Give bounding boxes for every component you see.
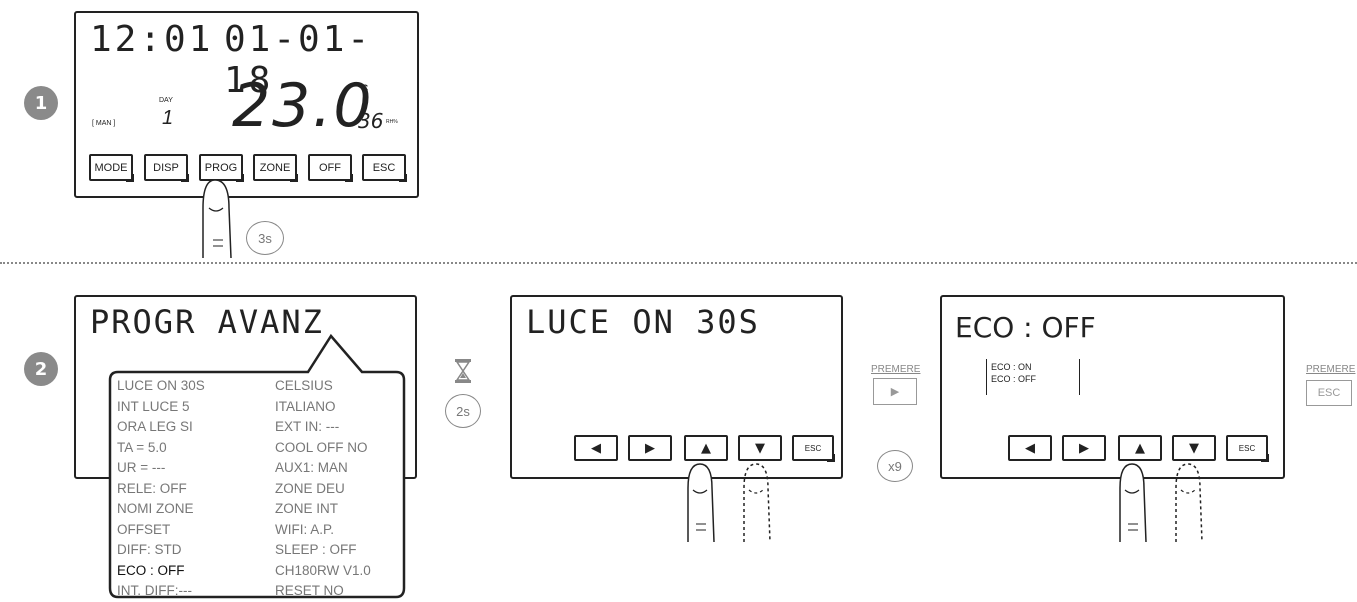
temperature-unit: °C (358, 83, 369, 93)
menu-item: ITALIANO (275, 398, 336, 414)
up-arrow-button[interactable]: ▲ (1118, 435, 1162, 461)
menu-item-selected: ECO : OFF (117, 562, 185, 578)
menu-item: DIFF: STD (117, 542, 182, 557)
wait-2s-label: 2s (445, 394, 481, 428)
menu-item: CH180RW V1.0 (275, 562, 371, 578)
right-arrow-button[interactable]: ▶ (628, 435, 672, 461)
light-setting-title: LUCE ON 30S (526, 303, 760, 341)
menu-item: COOL OFF NO (275, 439, 368, 455)
day-value: 1 (162, 107, 174, 129)
menu-item: UR = --- (117, 460, 166, 475)
thermostat-display-main: 12:01 01-01-18 DAY 1 [ MAN ] 23.0 °C 36 … (74, 11, 419, 198)
down-arrow-button[interactable]: ▼ (738, 435, 782, 461)
menu-item: INT. DIFF:--- (117, 583, 192, 598)
menu-item: SLEEP : OFF (275, 542, 357, 557)
menu-item: TA = 5.0 (117, 439, 167, 455)
clock-date: 01-01-18 (224, 19, 373, 101)
menu-item: ORA LEG SI (117, 419, 193, 434)
esc-button[interactable]: ESC (362, 154, 407, 182)
menu-list-right: CELSIUS ITALIANO EXT IN: --- COOL OFF NO… (275, 376, 371, 602)
esc-hint-button: ESC (1306, 380, 1352, 406)
left-arrow-button[interactable]: ◀ (1008, 435, 1052, 461)
menu-item: RESET NO (275, 583, 344, 598)
up-arrow-button[interactable]: ▲ (684, 435, 728, 461)
hold-3s-label: 3s (246, 221, 284, 255)
menu-item: EXT IN: --- (275, 419, 340, 434)
right-arrow-hint-button: ▶ (873, 378, 917, 405)
menu-item: ZONE INT (275, 501, 338, 516)
zone-button[interactable]: ZONE (253, 154, 298, 182)
premere-esc-label: PREMERE (1306, 364, 1356, 375)
mode-button[interactable]: MODE (89, 154, 134, 182)
menu-item: OFFSET (117, 521, 171, 537)
advanced-program-title: PROGR AVANZ (90, 303, 324, 341)
off-button[interactable]: OFF (308, 154, 353, 182)
light-setting-display: LUCE ON 30S ◀ ▶ ▲ ▼ ESC (510, 295, 843, 479)
menu-item: AUX1: MAN (275, 460, 348, 475)
day-label: DAY (159, 97, 173, 104)
prog-button[interactable]: PROG (199, 154, 244, 182)
finger-press-icon (202, 179, 232, 259)
menu-item: RELE: OFF (117, 480, 187, 496)
eco-option: ECO : OFF (991, 374, 1036, 384)
step-2-badge: 2 (24, 352, 58, 386)
menu-callout (108, 333, 406, 599)
repeat-x9-label: x9 (877, 450, 913, 482)
eco-option: ECO : ON (991, 362, 1032, 372)
esc-button[interactable]: ESC (792, 435, 835, 462)
humidity-value: 36 (358, 109, 384, 133)
premere-label: PREMERE (871, 364, 921, 375)
menu-item: NOMI ZONE (117, 501, 194, 516)
temperature-value: 23.0 (232, 71, 374, 141)
finger-up-down-icon (1119, 463, 1203, 543)
menu-item: INT LUCE 5 (117, 398, 190, 414)
step-1-badge: 1 (24, 86, 58, 120)
esc-button[interactable]: ESC (1226, 435, 1269, 462)
menu-item: ZONE DEU (275, 480, 345, 496)
mode-indicator: [ MAN ] (92, 120, 116, 127)
menu-list-left: LUCE ON 30S INT LUCE 5 ORA LEG SI TA = 5… (117, 376, 205, 602)
menu-item: LUCE ON 30S (117, 378, 205, 393)
eco-setting-display: ECO : OFF ECO : ON ECO : OFF ◀ ▶ ▲ ▼ ESC (940, 295, 1285, 479)
disp-button[interactable]: DISP (144, 154, 189, 182)
eco-options-box: ECO : ON ECO : OFF (986, 359, 1080, 395)
hourglass-icon (455, 359, 471, 383)
eco-setting-title: ECO : OFF (955, 311, 1096, 344)
down-arrow-button[interactable]: ▼ (1172, 435, 1216, 461)
left-arrow-button[interactable]: ◀ (574, 435, 618, 461)
finger-up-down-icon (687, 463, 771, 543)
right-arrow-button[interactable]: ▶ (1062, 435, 1106, 461)
clock-time: 12:01 (90, 19, 214, 60)
humidity-unit: RH% (386, 119, 398, 125)
section-divider (0, 262, 1357, 264)
menu-item: WIFI: A.P. (275, 521, 335, 537)
menu-item: CELSIUS (275, 378, 333, 393)
